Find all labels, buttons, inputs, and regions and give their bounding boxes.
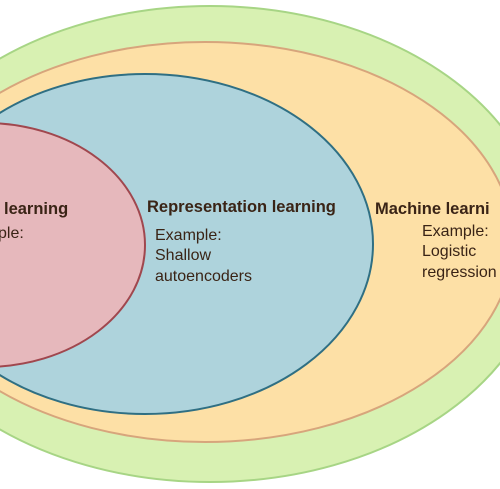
representation-learning-title: Representation learning — [147, 198, 336, 216]
machine-learning-example-line1: Logistic — [422, 243, 476, 260]
representation-learning-example-label: Example: — [155, 227, 222, 244]
deep-learning-ellipse — [0, 122, 146, 368]
representation-learning-example-line2: autoencoders — [155, 268, 252, 285]
representation-learning-example-line1: Shallow — [155, 247, 211, 264]
deep-learning-example-label: ple: — [0, 225, 24, 242]
machine-learning-title: Machine learni — [375, 200, 490, 218]
deep-learning-title: learning — [4, 200, 68, 218]
machine-learning-example-label: Example: — [422, 223, 489, 240]
machine-learning-example-line2: regression — [422, 264, 497, 281]
